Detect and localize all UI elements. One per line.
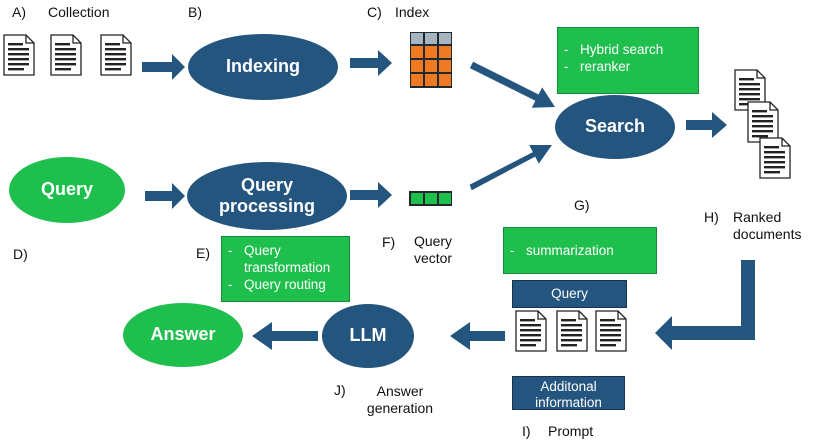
ranked-documents-label: Ranked documents	[733, 209, 802, 242]
summarization-box: summarization	[503, 227, 657, 274]
step-marker-e: E)	[196, 245, 210, 261]
document-icon	[515, 310, 547, 352]
ranked-documents-stack	[734, 69, 791, 179]
step-marker-j: J)	[334, 382, 346, 398]
document-icon	[759, 137, 791, 179]
arrow-search-to-ranked	[686, 112, 727, 138]
arrow-index-to-search	[469, 61, 555, 108]
prompt-additional-information-bar: Additonal information	[512, 376, 625, 410]
step-marker-d: D)	[13, 246, 28, 262]
document-icon	[50, 34, 82, 76]
step-marker-c: C)	[367, 4, 382, 20]
query-processing-option-item: Query transformation	[222, 242, 349, 276]
summarization-item: summarization	[504, 242, 656, 259]
index-grid-icon	[410, 32, 452, 88]
search-node	[555, 95, 675, 159]
arrow-collection-to-indexing	[142, 54, 185, 80]
llm-node	[322, 304, 414, 368]
prompt-label: Prompt	[548, 423, 594, 439]
step-marker-f: F)	[382, 234, 396, 250]
answer-node-label: Answer	[150, 324, 216, 344]
query-node	[9, 157, 125, 223]
document-icon	[595, 310, 627, 352]
collection-documents	[3, 34, 132, 76]
index-label: Index	[395, 4, 430, 20]
document-icon	[556, 310, 588, 352]
search-option-item: reranker	[558, 58, 698, 75]
arrow-processing-to-vector	[350, 182, 392, 208]
indexing-node	[188, 34, 338, 100]
step-marker-g: G)	[574, 197, 590, 213]
document-icon	[747, 101, 779, 143]
arrow-vector-to-search	[469, 145, 552, 191]
step-marker-b: B)	[188, 4, 202, 20]
arrow-prompt-to-llm	[450, 322, 505, 350]
arrow-ranked-to-prompt	[655, 260, 755, 350]
answer-generation-label: Answer generation	[366, 383, 434, 416]
collection-label: Collection	[48, 4, 110, 20]
flow-arrows	[142, 50, 755, 350]
query-processing-option-item: Query routing	[222, 276, 349, 293]
document-icon	[3, 34, 35, 76]
arrow-query-to-processing	[145, 183, 185, 209]
document-icon	[100, 34, 132, 76]
arrow-llm-to-answer	[252, 322, 318, 350]
search-node-label: Search	[584, 116, 646, 136]
query-vector-label: Query vector	[413, 233, 453, 266]
search-options-box: Hybrid search reranker	[557, 27, 699, 94]
step-marker-i: I)	[522, 423, 531, 439]
answer-node	[123, 303, 243, 367]
query-vector-icon	[409, 191, 452, 206]
prompt-documents	[515, 310, 627, 352]
query-node-label: Query	[40, 179, 94, 199]
llm-node-label: LLM	[349, 325, 387, 345]
indexing-node-label: Indexing	[225, 56, 300, 76]
search-option-item: Hybrid search	[558, 41, 698, 58]
step-marker-a: A)	[12, 4, 26, 20]
prompt-query-bar: Query	[512, 280, 627, 308]
step-marker-h: H)	[704, 209, 719, 225]
query-processing-options-box: Query transformation Query routing	[221, 236, 350, 302]
query-processing-node	[187, 162, 347, 230]
arrow-indexing-to-index	[350, 50, 392, 76]
query-processing-node-label: Query processing	[218, 175, 316, 216]
